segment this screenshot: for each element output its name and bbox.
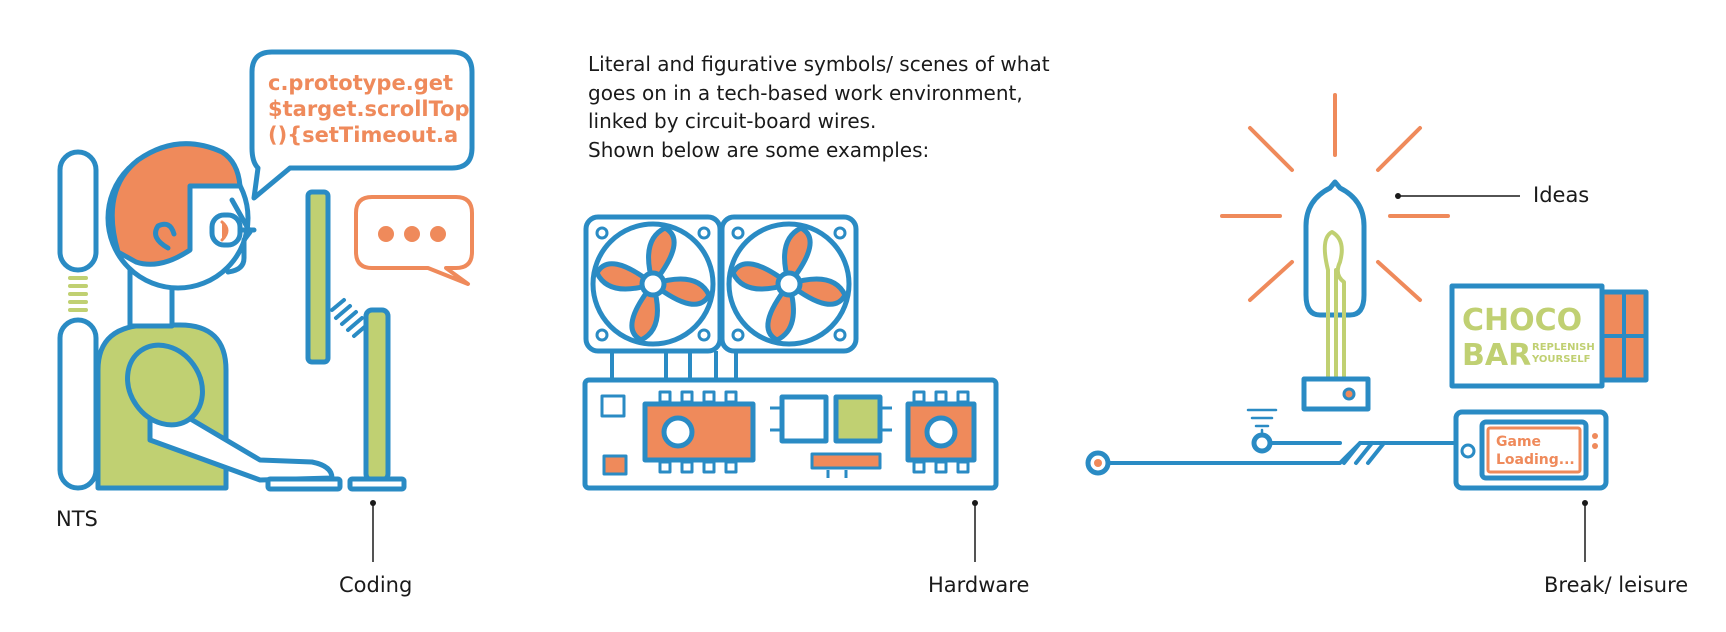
game-line2: Loading... (1496, 452, 1575, 468)
monitor-base (347, 476, 407, 492)
intro-line-4: Shown below are some examples: (588, 137, 930, 162)
break-label: Break/ leisure (1544, 573, 1689, 597)
code-line-1: c.prototype.get (268, 71, 453, 95)
choco-bar-line2: BAR (1462, 338, 1531, 373)
monitor-stand (363, 307, 391, 483)
person-ear (153, 221, 177, 251)
chip-center-green (833, 394, 883, 444)
hardware-scene (582, 214, 999, 491)
board-small-chip (602, 454, 628, 476)
chip-bar (810, 452, 882, 470)
chip-right-circle (924, 415, 958, 449)
person-hair (109, 141, 243, 267)
fan-right-blades (730, 225, 848, 343)
filament (1322, 230, 1346, 382)
switch-ground (1246, 408, 1278, 437)
eye (220, 220, 229, 242)
face-profile (225, 197, 253, 275)
circuit-wire (1106, 441, 1456, 465)
chair-back-lower (57, 317, 99, 491)
code-line-3: (){setTimeout.a (268, 123, 458, 147)
ellipsis-dots (378, 226, 446, 242)
chip-center-white (779, 394, 829, 444)
light-rays (1220, 93, 1450, 302)
code-line-2: $target.scrollTop (268, 97, 470, 121)
code-speech-bubble (249, 49, 475, 201)
chip-left (642, 401, 756, 463)
switch-knob (1251, 432, 1273, 454)
handheld-screen-inner (1486, 426, 1582, 474)
fan-left-hub (639, 270, 667, 298)
keyboard (265, 476, 343, 492)
choco-bar-tag1: REPLENISH (1532, 342, 1595, 353)
chip-right-pins (912, 390, 970, 474)
bulb-base-button (1342, 387, 1356, 401)
chip-left-circle (661, 415, 695, 449)
board-connector (600, 394, 626, 418)
handheld-home-button (1460, 443, 1476, 459)
handheld-side-dots (1592, 433, 1598, 449)
nts-label: NTS (56, 507, 98, 531)
coding-label: Coding (339, 573, 413, 597)
fan-left-blades (594, 225, 712, 343)
hardware-label: Hardware (928, 573, 1030, 597)
chair-spring (68, 276, 88, 312)
intro-text: Literal and figurative symbols/ scenes o… (588, 50, 1108, 164)
intro-line-1: Literal and figurative symbols/ scenes o… (588, 52, 1050, 76)
break-scene (1085, 179, 1649, 491)
choco-bar-tag2: YOURSELF (1531, 354, 1590, 365)
fan-right-hub (775, 270, 803, 298)
ideas-label: Ideas (1533, 183, 1590, 207)
wire-hatch (1342, 441, 1386, 465)
coding-scene (57, 49, 475, 492)
choco-bar-wrapper (1449, 283, 1605, 389)
chip-left-pins (658, 390, 738, 474)
handheld-screen (1479, 419, 1589, 481)
monitor-arm-spring (330, 298, 370, 338)
monitor-screen (305, 189, 331, 365)
game-line1: Game (1496, 434, 1541, 450)
bulb-base (1301, 376, 1371, 412)
person-shoulder (125, 342, 205, 428)
intro-line-2: goes on in a tech-based work environment… (588, 80, 1023, 105)
intro-line-3: linked by circuit-board wires. (588, 109, 877, 133)
choco-bar-line1: CHOCO (1462, 303, 1582, 338)
chair-back-upper (57, 149, 99, 273)
